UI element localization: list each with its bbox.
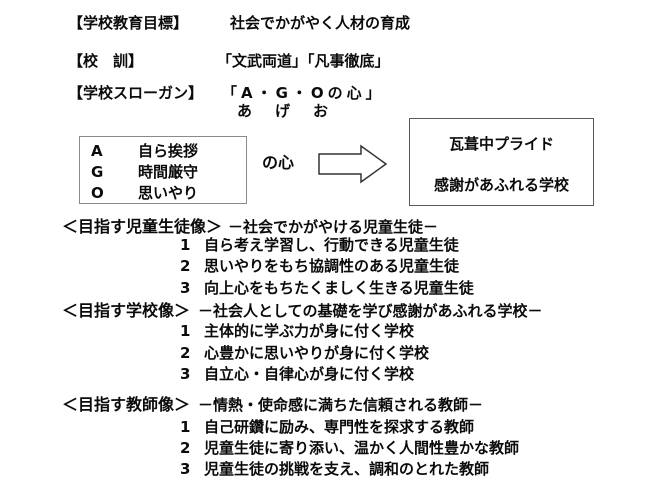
section-school-title: ＜目指す学校像＞ — [62, 301, 191, 320]
item-text: 児童生徒の挑戦を支え、調和のとれた教師 — [204, 460, 490, 478]
students-item-2: 2 思いやりをもち協調性のある児童生徒 — [180, 257, 460, 275]
school-motto-label: 【校 訓】 — [68, 52, 144, 70]
section-students-subtitle: －社会でかがやける児童生徒－ — [228, 218, 439, 236]
item-text: 向上心をもちたくましく生きる児童生徒 — [204, 279, 474, 297]
section-students-title: ＜目指す児童生徒像＞ — [62, 217, 223, 236]
teachers-item-3: 3 児童生徒の挑戦を支え、調和のとれた教師 — [180, 460, 490, 478]
education-goal-value: 社会でかがやく人材の育成 — [230, 14, 411, 32]
item-text: 自立心・自律心が身に付く学校 — [204, 365, 415, 383]
section-school-subtitle: －社会人としての基礎を学び感謝があふれる学校－ — [198, 302, 543, 320]
section-teachers-title: ＜目指す教師像＞ — [62, 395, 191, 414]
school-slogan-value: 「A・G・Oの心」 — [222, 84, 385, 102]
item-number: 2 — [180, 257, 191, 275]
section-teachers-subtitle: －情熱・使命感に満ちた信頼される教師－ — [198, 396, 484, 414]
item-text: 自ら考え学習し、行動できる児童生徒 — [204, 236, 459, 254]
item-number: 1 — [180, 418, 191, 436]
item-number: 3 — [180, 365, 191, 383]
ago-row-g: G 時間厳守 — [91, 161, 198, 182]
ago-letter-a: A — [91, 142, 103, 160]
ago-suffix-no-kokoro: の心 — [262, 153, 295, 172]
item-number: 1 — [180, 322, 191, 340]
right-arrow-icon — [318, 144, 388, 184]
item-text: 思いやりをもち協調性のある児童生徒 — [204, 257, 460, 275]
item-number: 3 — [180, 279, 191, 297]
ago-letter-o: O — [91, 184, 104, 202]
students-item-3: 3 向上心をもちたくましく生きる児童生徒 — [180, 279, 474, 297]
item-number: 2 — [180, 439, 191, 457]
ago-row-a: A 自ら挨拶 — [91, 140, 198, 161]
item-text: 自己研鑽に励み、専門性を探求する教師 — [204, 418, 475, 436]
school-slogan-label: 【学校スローガン】 — [68, 84, 204, 102]
school-motto-value: 「文武両道」「凡事徹底」 — [217, 52, 390, 70]
ago-meaning-a: 自ら挨拶 — [138, 142, 199, 160]
teachers-item-2: 2 児童生徒に寄り添い、温かく人間性豊かな教師 — [180, 439, 520, 457]
education-goal-label: 【学校教育目標】 — [68, 14, 189, 32]
item-text: 主体的に学ぶ力が身に付く学校 — [204, 322, 415, 340]
ago-meaning-g: 時間厳守 — [138, 163, 199, 181]
ago-row-o: O 思いやり — [91, 182, 198, 203]
teachers-item-1: 1 自己研鑽に励み、専門性を探求する教師 — [180, 418, 475, 436]
pride-line-1: 瓦葺中プライド — [448, 135, 554, 153]
ago-letter-g: G — [91, 163, 104, 181]
ago-meaning-o: 思いやり — [138, 184, 199, 202]
item-number: 3 — [180, 460, 191, 478]
pride-box: 瓦葺中プライド 感謝があふれる学校 — [409, 118, 594, 206]
item-number: 1 — [180, 236, 191, 254]
students-item-1: 1 自ら考え学習し、行動できる児童生徒 — [180, 236, 459, 254]
school-item-2: 2 心豊かに思いやりが身に付く学校 — [180, 344, 430, 362]
item-text: 心豊かに思いやりが身に付く学校 — [204, 344, 430, 362]
ago-box: A 自ら挨拶 G 時間厳守 O 思いやり — [79, 136, 247, 204]
item-text: 児童生徒に寄り添い、温かく人間性豊かな教師 — [204, 439, 520, 457]
slogan-ruby-ageo: あ げ お — [237, 102, 333, 120]
school-item-3: 3 自立心・自律心が身に付く学校 — [180, 365, 415, 383]
item-number: 2 — [180, 344, 191, 362]
pride-line-2: 感謝があふれる学校 — [433, 176, 569, 194]
school-item-1: 1 主体的に学ぶ力が身に付く学校 — [180, 322, 415, 340]
